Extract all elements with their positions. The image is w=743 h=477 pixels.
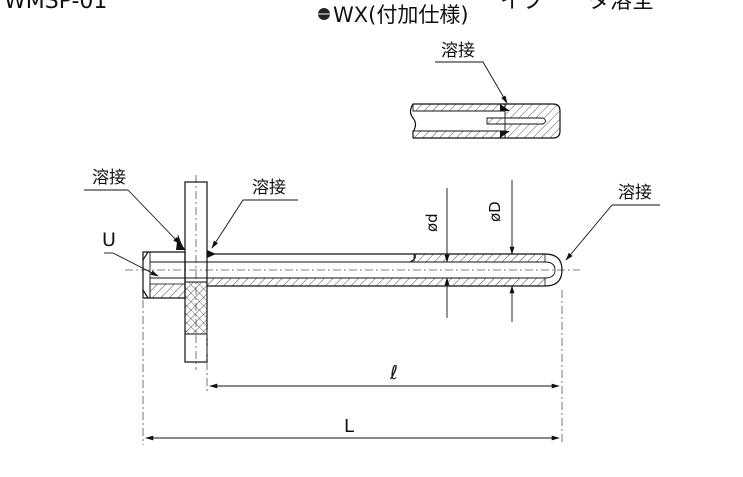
detail-weld-bottom [500, 131, 510, 138]
head-section [149, 283, 186, 299]
header-left-text: WMSP-01 [4, 0, 107, 14]
detail-break-line [409, 103, 417, 138]
weld-label-flange: 溶接 [252, 178, 286, 198]
main-view: 溶接 溶接 溶接 U ød øD ℓ L [84, 168, 660, 445]
detail-view: 溶接 [409, 41, 561, 139]
weld-label-top: 溶接 [441, 41, 475, 61]
head-chamfer-top [142, 251, 149, 261]
head-chamfer-bottom [142, 289, 149, 299]
weld-label-left: 溶接 [92, 168, 126, 188]
u-label: U [102, 229, 116, 251]
header-center-text: WX(付加仕様) [333, 3, 469, 27]
flange-section [184, 281, 208, 335]
detail-leader-arrow [482, 61, 508, 104]
weld-label-right: 溶接 [618, 183, 652, 203]
detail-wall-bottom [412, 130, 506, 139]
detail-weld-top [500, 104, 510, 111]
weld-bead-flange [207, 250, 216, 258]
phi-D-label: øD [486, 201, 504, 222]
tube-wall-bottom [206, 277, 546, 287]
tube-outer [207, 253, 563, 287]
weld-right-arrow [565, 204, 613, 261]
detail-wall-top [412, 103, 506, 112]
phi-d-label: ød [423, 213, 441, 232]
dim-l-label: ℓ [389, 362, 398, 384]
weld-flange-arrow [211, 199, 244, 249]
detail-plug [486, 103, 561, 139]
tube-inner [150, 261, 556, 279]
dim-L-label: L [344, 416, 354, 437]
u-arrow [112, 252, 159, 277]
header-right-text: イプ タ溶全 [500, 0, 654, 14]
weld-left-arrow [127, 189, 181, 245]
tube-wall-top [413, 253, 546, 263]
